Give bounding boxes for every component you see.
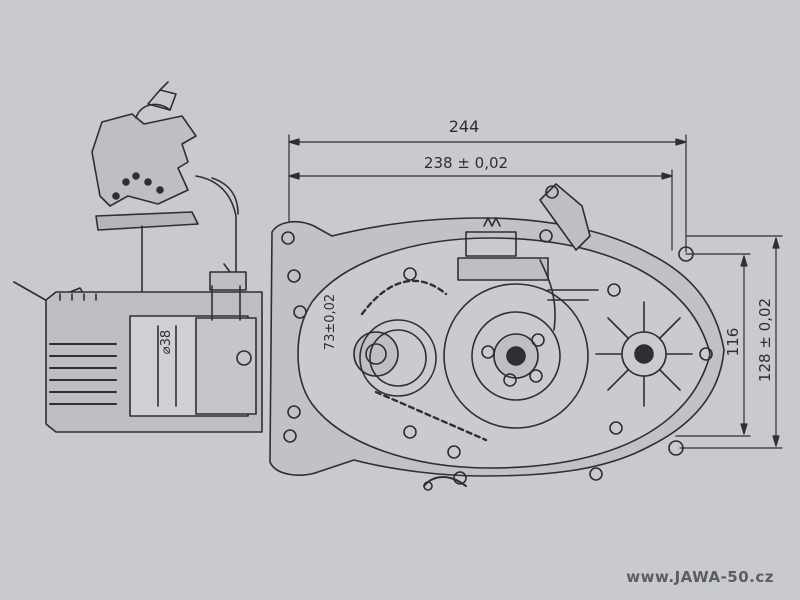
outer-height-label: 128 ± 0,02 bbox=[756, 298, 774, 382]
site-watermark: www.JAWA-50.cz bbox=[626, 568, 774, 586]
crankcase bbox=[269, 183, 725, 491]
bore-diameter-label: ⌀38 bbox=[159, 330, 174, 354]
offset-height-label: 73±0,02 bbox=[323, 294, 338, 350]
overall-length-label: 244 bbox=[449, 117, 480, 136]
dimension-labels: 244 238 ± 0,02 ⌀38 73±0,02 116 128 ± 0,0… bbox=[159, 117, 774, 382]
cylinder-head-fins bbox=[45, 285, 263, 433]
inner-height-label: 116 bbox=[724, 328, 742, 357]
center-distance-label: 238 ± 0,02 bbox=[424, 154, 508, 172]
carburetor bbox=[91, 81, 247, 293]
